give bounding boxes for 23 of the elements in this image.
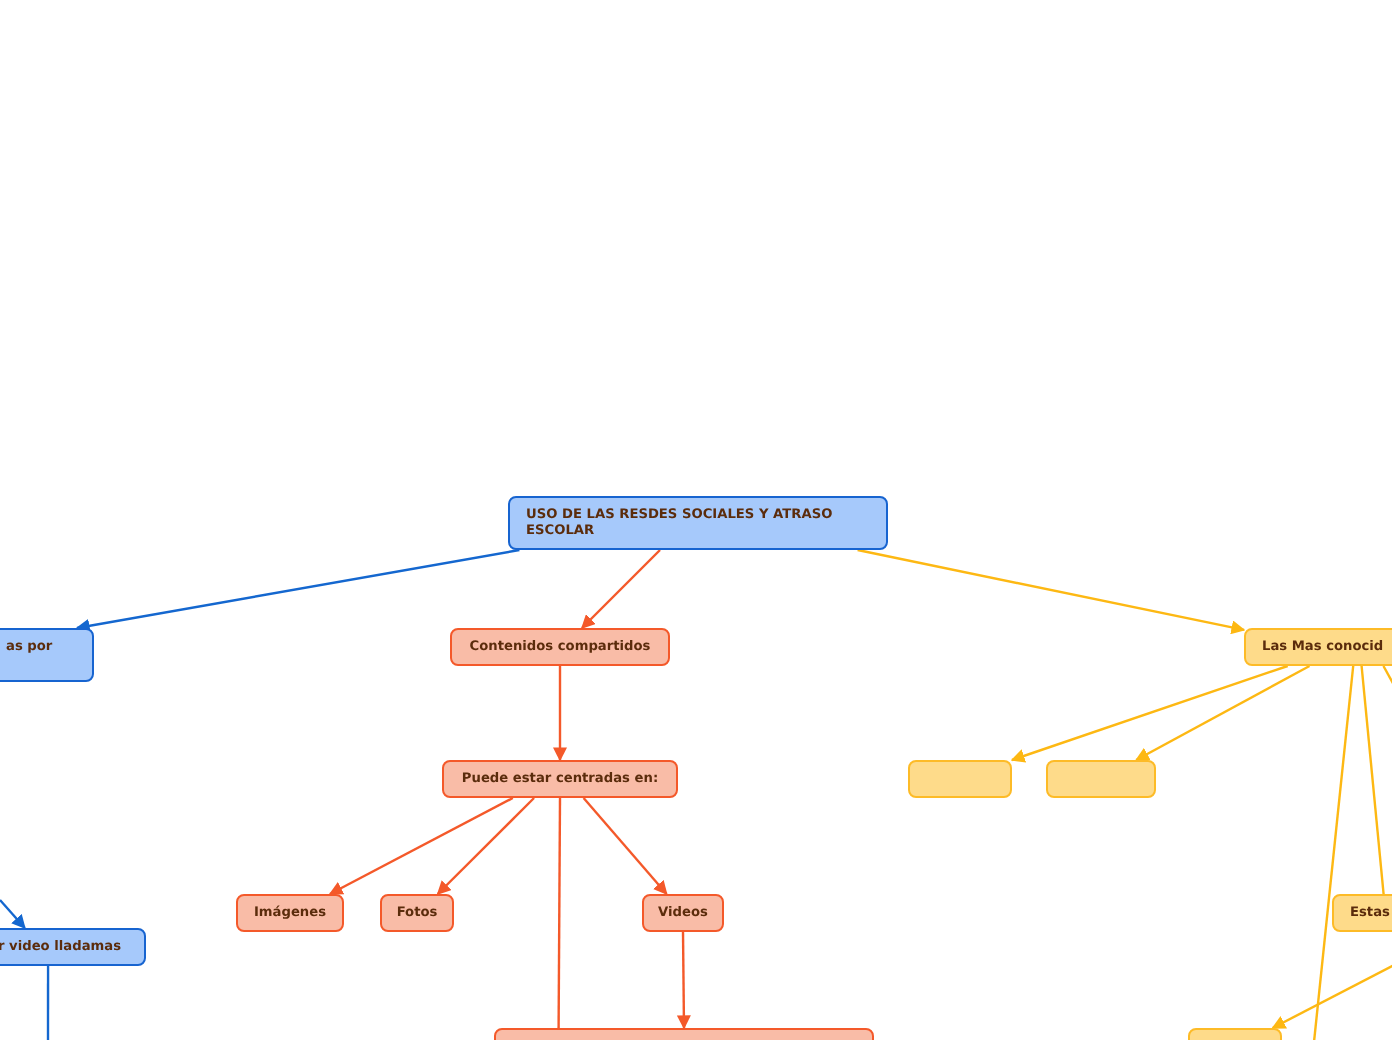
connector-arrow xyxy=(676,932,691,1030)
empty-topic-box xyxy=(1046,760,1156,798)
topic-box xyxy=(0,928,146,966)
topic-box xyxy=(642,894,724,932)
empty-topic-box xyxy=(908,760,1012,798)
topic-box xyxy=(380,894,454,932)
topic-box xyxy=(1244,628,1392,666)
connector-arrow xyxy=(328,796,514,896)
connector-arrow xyxy=(1134,664,1311,762)
connector-arrow xyxy=(436,797,535,895)
connector-arrow xyxy=(1010,664,1289,763)
topic-box xyxy=(236,894,344,932)
topic-box xyxy=(450,628,670,666)
connector-arrow xyxy=(553,666,567,762)
connector-arrow xyxy=(582,797,668,896)
connector-arrow xyxy=(857,548,1246,635)
topic-box xyxy=(508,496,888,550)
connector-arrow xyxy=(75,548,520,633)
connector-arrow xyxy=(581,549,661,629)
connector-arrow xyxy=(1271,960,1392,1030)
topic-box xyxy=(442,760,678,798)
topic-box xyxy=(0,628,94,682)
connector-arrow xyxy=(0,899,26,930)
